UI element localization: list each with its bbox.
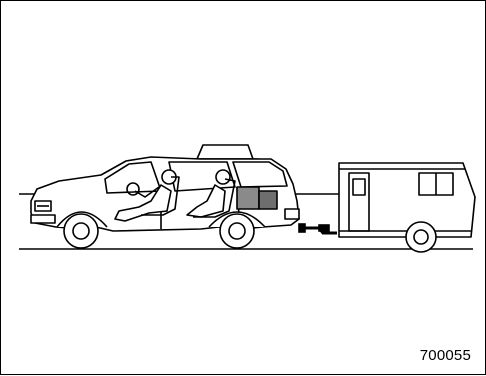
trailer-wheel — [406, 222, 436, 252]
luggage-box — [237, 187, 259, 209]
trailer-door-window — [353, 179, 365, 195]
roof-cargo-box — [197, 145, 253, 159]
camper-trailer — [339, 163, 475, 237]
luggage-box — [259, 191, 277, 209]
front-bumper — [31, 215, 55, 223]
figure-code: 700055 — [420, 347, 471, 364]
car-front-wheel — [64, 214, 98, 248]
tow-hitch — [299, 224, 337, 233]
rear-bumper — [285, 209, 299, 219]
car-rear-wheel — [220, 214, 254, 248]
